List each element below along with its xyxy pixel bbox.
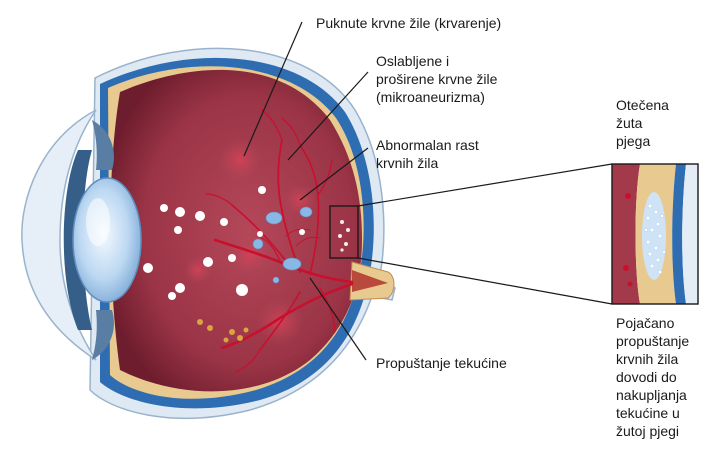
- macula-inset-illustration: [612, 164, 698, 304]
- zoom-line-bottom: [358, 258, 612, 304]
- label-macula-title: Otečena žuta pjega: [616, 97, 673, 149]
- label-hemorrhage: Puknute krvne žile (krvarenje): [316, 15, 501, 31]
- lens: [73, 178, 141, 302]
- label-microaneurysm: Oslabljene i proširene krvne žile (mikro…: [376, 53, 501, 105]
- label-neovascular: Abnormalan rast krvnih žila: [376, 137, 483, 171]
- label-leakage: Propuštanje tekućine: [376, 355, 507, 371]
- label-macula-description: Pojačano propuštanje krvnih žila dovodi …: [616, 315, 693, 439]
- hemorrhage-spot: [218, 138, 262, 182]
